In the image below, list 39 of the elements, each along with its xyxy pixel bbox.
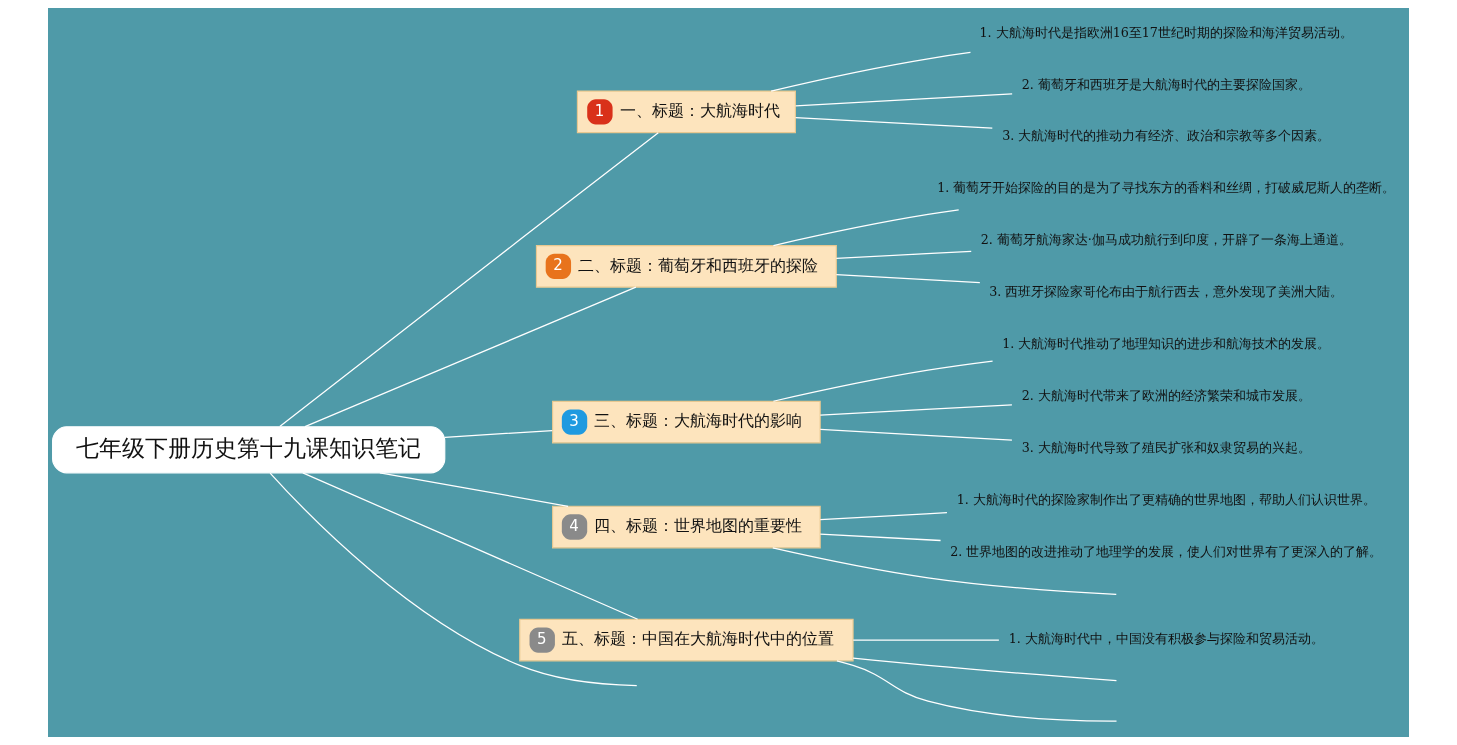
node-text: 3. 大航海时代导致了殖民扩张和奴隶贸易的兴起。 xyxy=(1021,439,1311,455)
connector xyxy=(794,93,1013,107)
connector xyxy=(852,657,1118,682)
node-text: 1. 大航海时代的探险家制作出了更精确的世界地图，帮助人们认识世界。 xyxy=(956,491,1376,507)
connector xyxy=(444,429,553,438)
node-text: 2. 大航海时代带来了欧洲的经济繁荣和城市发展。 xyxy=(1021,387,1311,403)
connector xyxy=(304,286,637,428)
node-text: 3. 大航海时代的推动力有经济、政治和宗教等多个因素。 xyxy=(1002,128,1331,144)
node-text: 2. 葡萄牙航海家达·伽马成功航行到印度，开辟了一条海上通道。 xyxy=(980,232,1352,248)
connector xyxy=(819,533,942,542)
node-text: 1. 大航海时代是指欧洲16至17世纪时期的探险和海洋贸易活动。 xyxy=(979,24,1353,40)
node-text: 1. 大航海时代推动了地理知识的进步和航海技术的发展。 xyxy=(1002,336,1331,352)
node-box: 2 二、标题：葡萄牙和西班牙的探险 xyxy=(535,245,837,288)
node-box: 七年级下册历史第十九课知识笔记 xyxy=(52,426,446,474)
connector xyxy=(379,472,569,507)
node-text: 1. 大航海时代中，中国没有积极参与探险和贸易活动。 xyxy=(1008,631,1324,647)
node-box: 5 五、标题：中国在大航海时代中的位置 xyxy=(519,618,854,662)
connector xyxy=(819,428,1013,441)
node-text: 1. 葡萄牙开始探险的目的是为了寻找东方的香料和丝绸，打破威尼斯人的垄断。 xyxy=(937,180,1396,196)
node-box: 4 四、标题：世界地图的重要性 xyxy=(552,505,821,549)
connector xyxy=(852,639,1000,641)
node-box: 1 一、标题：大航海时代 xyxy=(576,90,796,134)
connector xyxy=(772,360,994,402)
node-text: 3. 西班牙探险家哥伦布由于航行西去，意外发现了美洲大陆。 xyxy=(989,284,1344,300)
node-text: 2. 葡萄牙和西班牙是大航海时代的主要探险国家。 xyxy=(1021,76,1311,92)
connector xyxy=(770,51,972,92)
connector xyxy=(302,472,639,620)
connector xyxy=(794,116,993,129)
connector xyxy=(835,274,981,284)
connector xyxy=(279,132,659,428)
connector xyxy=(819,512,948,521)
connector xyxy=(772,547,1117,595)
node-text: 2. 世界地图的改进推动了地理学的发展，使人们对世界有了更深入的了解。 xyxy=(950,543,1383,559)
connector xyxy=(819,404,1013,416)
node-box: 3 三、标题：大航海时代的影响 xyxy=(552,400,821,444)
connector xyxy=(269,472,638,687)
connector xyxy=(836,660,1118,722)
connector xyxy=(772,209,960,247)
connector xyxy=(835,250,972,260)
